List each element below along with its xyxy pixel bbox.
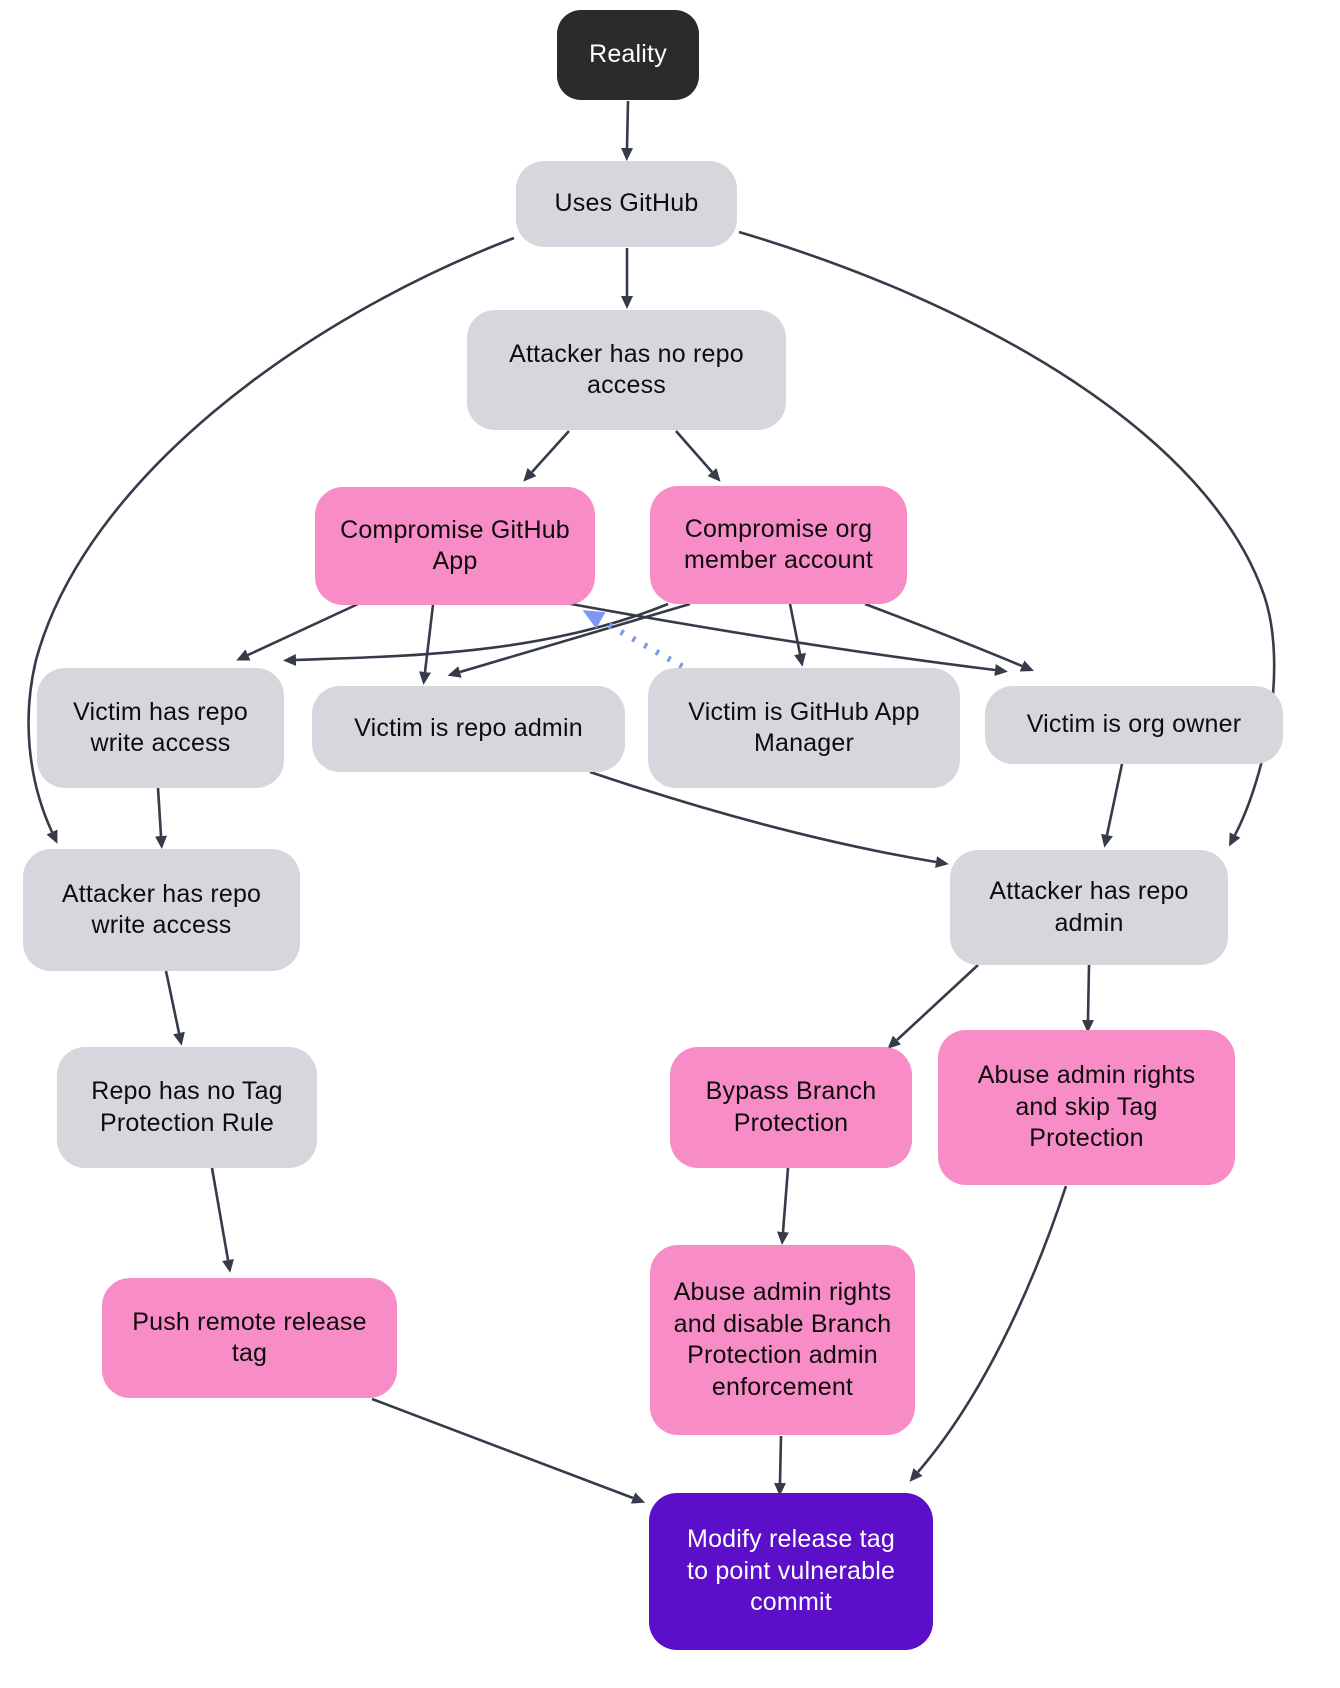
- edge-attacker-no-repo-access--compromise-org-member: [675, 430, 721, 482]
- node-attacker-repo-write: Attacker has repo write access: [23, 849, 300, 971]
- edge-repo-no-tag-protection--push-remote-release-tag: [210, 1167, 234, 1273]
- node-label-bypass-branch-protection: Bypass Branch Protection: [705, 1077, 877, 1137]
- edge-attacker-repo-admin--abuse-skip-tag-protection: [1082, 964, 1094, 1033]
- edge-compromise-org-member--victim-org-owner: [864, 602, 1034, 672]
- node-label-push-remote-release-tag: Push remote release tag: [132, 1307, 367, 1368]
- node-bypass-branch-protection: Bypass Branch Protection: [670, 1047, 912, 1168]
- node-victim-app-manager: Victim is GitHub App Manager: [648, 668, 960, 788]
- node-reality: Reality: [557, 10, 699, 100]
- node-attacker-repo-admin: Attacker has repo admin: [950, 850, 1228, 965]
- node-victim-org-owner: Victim is org owner: [985, 686, 1283, 764]
- node-label-abuse-skip-tag-protection: Abuse admin rights and skip Tag Protecti…: [977, 1061, 1196, 1153]
- edge-victim-repo-write--attacker-repo-write: [155, 787, 167, 849]
- node-label-compromise-org-member: Compromise org member account: [684, 514, 873, 575]
- edge-abuse-disable-branch-protection--modify-release-tag: [774, 1435, 786, 1496]
- node-attacker-no-repo-access: Attacker has no repo access: [467, 310, 786, 430]
- node-label-attacker-repo-write: Attacker has repo write access: [61, 879, 262, 940]
- node-label-abuse-disable-branch-protection: Abuse admin rights and disable Branch Pr…: [673, 1278, 892, 1401]
- edge-compromise-org-member--victim-app-manager: [788, 603, 806, 667]
- edge-compromise-github-app--victim-repo-admin: [419, 604, 435, 685]
- node-label-reality: Reality: [589, 40, 667, 69]
- node-label-victim-repo-write: Victim has repo write access: [73, 697, 248, 758]
- edge-victim-app-manager--compromise-github-app: [582, 610, 696, 676]
- node-label-repo-no-tag-protection: Repo has no Tag Protection Rule: [91, 1077, 283, 1137]
- node-abuse-skip-tag-protection: Abuse admin rights and skip Tag Protecti…: [938, 1030, 1235, 1185]
- edge-push-remote-release-tag--modify-release-tag: [371, 1397, 646, 1504]
- node-label-uses-github: Uses GitHub: [554, 189, 699, 218]
- edge-attacker-repo-admin--bypass-branch-protection: [887, 964, 979, 1049]
- node-push-remote-release-tag: Push remote release tag: [102, 1278, 397, 1398]
- edge-reality--uses-github: [621, 100, 633, 161]
- edge-attacker-no-repo-access--compromise-github-app: [523, 430, 570, 482]
- node-modify-release-tag: Modify release tag to point vulnerable c…: [649, 1493, 933, 1650]
- edge-bypass-branch-protection--abuse-disable-branch-protection: [777, 1167, 790, 1245]
- edge-compromise-github-app--victim-org-owner: [559, 600, 1008, 676]
- edge-attacker-repo-write--repo-no-tag-protection: [164, 970, 185, 1046]
- node-label-attacker-no-repo-access: Attacker has no repo access: [509, 339, 744, 400]
- edge-compromise-org-member--victim-repo-admin: [447, 602, 691, 678]
- node-label-modify-release-tag: Modify release tag to point vulnerable c…: [686, 1525, 896, 1617]
- node-label-attacker-repo-admin: Attacker has repo admin: [989, 877, 1189, 937]
- node-label-compromise-github-app: Compromise GitHub App: [340, 515, 570, 576]
- node-uses-github: Uses GitHub: [516, 161, 737, 247]
- node-victim-repo-write: Victim has repo write access: [37, 668, 284, 788]
- node-victim-repo-admin: Victim is repo admin: [312, 686, 625, 772]
- node-compromise-org-member: Compromise org member account: [650, 486, 907, 604]
- node-label-victim-app-manager: Victim is GitHub App Manager: [688, 697, 920, 758]
- edge-abuse-skip-tag-protection--modify-release-tag: [909, 1185, 1068, 1482]
- edge-compromise-github-app--victim-repo-write: [236, 602, 359, 661]
- node-abuse-disable-branch-protection: Abuse admin rights and disable Branch Pr…: [650, 1245, 915, 1435]
- node-label-victim-repo-admin: Victim is repo admin: [354, 714, 583, 743]
- edge-victim-org-owner--attacker-repo-admin: [1101, 763, 1124, 848]
- node-compromise-github-app: Compromise GitHub App: [315, 487, 595, 605]
- node-label-victim-org-owner: Victim is org owner: [1026, 710, 1242, 739]
- edge-compromise-org-member--victim-repo-write: [283, 602, 669, 666]
- node-repo-no-tag-protection: Repo has no Tag Protection Rule: [57, 1047, 317, 1168]
